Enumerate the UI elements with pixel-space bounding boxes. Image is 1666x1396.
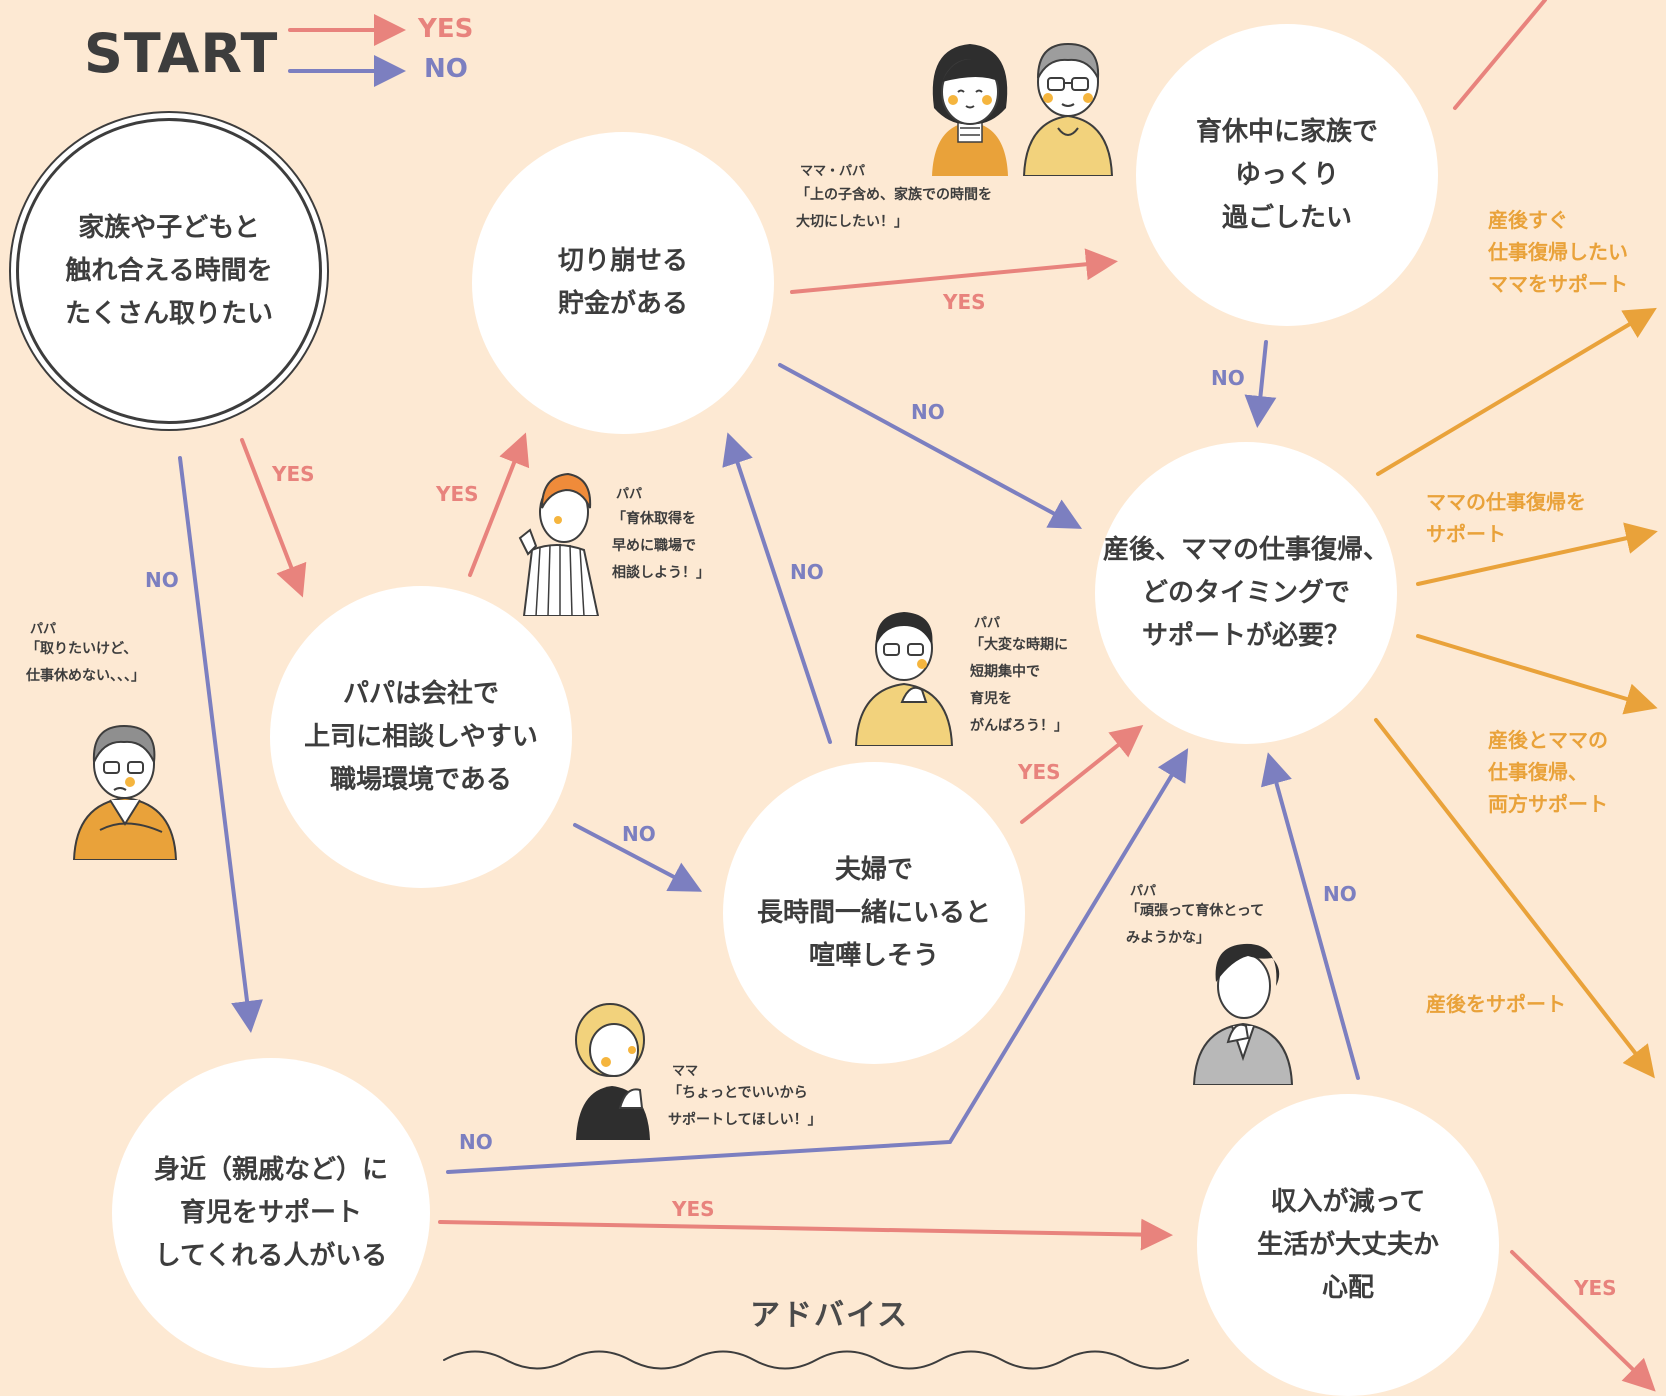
comment-6-quote: 「ちょっとでいいから サポートしてほしい！」: [668, 1085, 822, 1128]
label-savings-no: NO: [911, 400, 945, 424]
node-income: 収入が減って 生活が大丈夫か 心配: [1197, 1094, 1499, 1396]
label-start-yes: YES: [272, 462, 315, 486]
arrow-outcome-return: [1416, 522, 1658, 586]
arrow-family-no: [1244, 340, 1277, 428]
arrow-income-no: [1260, 752, 1360, 1080]
label-income-no: NO: [1323, 882, 1357, 906]
comment-3-quote: 「取りたいけど、 仕事休めない、、、」: [26, 641, 145, 684]
node-timing: 産後、ママの仕事復帰、 どのタイミングで サポートが必要？: [1095, 442, 1397, 744]
comment-5-speaker: パパ: [1130, 884, 1157, 899]
outcome-return: ママの仕事復帰を サポート: [1426, 490, 1586, 546]
arrow-relatives-no: [446, 748, 1189, 1174]
papa-thinking-illustration: [854, 612, 954, 746]
comment-2-speaker: パパ: [616, 487, 643, 502]
papa-illustration: [1022, 42, 1114, 176]
comment-6-speaker: ママ: [672, 1064, 699, 1079]
comment-3-speaker: パパ: [30, 622, 57, 637]
legend-no-label: NO: [424, 54, 468, 84]
label-start-no: NO: [145, 568, 179, 592]
label-relatives-no: NO: [459, 1130, 493, 1154]
arrow-savings-yes: [790, 248, 1118, 294]
node-relatives: 身近（親戚など）に 育児をサポート してくれる人がいる: [112, 1058, 430, 1368]
arrow-outcome-postpartum: [1374, 718, 1655, 1079]
node-quarrel: 夫婦で 長時間一緒にいると 喧嘩しそう: [723, 762, 1025, 1064]
node-family-time: 育休中に家族で ゆっくり 過ごしたい: [1136, 24, 1438, 326]
legend-start: START: [84, 22, 279, 85]
comment-4-quote: 「大変な時期に 短期集中で 育児を がんばろう！」: [970, 637, 1068, 734]
papa-worried-illustration: [72, 724, 178, 860]
arrow-start-no: [178, 456, 263, 1033]
arrow-savings-no: [778, 363, 1083, 529]
mama-illustration: [932, 44, 1008, 176]
label-income-yes: YES: [1574, 1276, 1617, 1300]
label-quarrel-no: NO: [790, 560, 824, 584]
arrow-relatives-yes: [438, 1218, 1173, 1251]
arrow-family-yes: [1453, 0, 1547, 110]
papa-suit-illustration: [1192, 943, 1294, 1085]
advice-wave-line: [443, 1350, 1189, 1370]
arrow-start-yes: [240, 438, 307, 598]
outcome-soon: 産後すぐ 仕事復帰したい ママをサポート: [1488, 208, 1628, 296]
node-savings: 切り崩せる 貯金がある: [472, 132, 774, 434]
outcome-postpartum: 産後をサポート: [1426, 992, 1566, 1016]
comment-1-speaker: ママ・パパ: [800, 164, 866, 179]
label-boss-no: NO: [622, 822, 656, 846]
node-start: 家族や子どもと 触れ合える時間を たくさん取りたい: [16, 118, 322, 424]
papa-stripes-illustration: [518, 472, 600, 616]
legend-yes-label: YES: [418, 14, 474, 44]
arrow-boss-no: [573, 823, 703, 892]
arrow-income-yes: [1510, 1250, 1656, 1392]
label-quarrel-yes: YES: [1018, 760, 1061, 784]
arrow-outcome-soon: [1376, 307, 1657, 476]
advice-title: アドバイス: [750, 1298, 910, 1333]
arrow-quarrel-yes: [1020, 725, 1144, 824]
comment-4-speaker: パパ: [974, 616, 1001, 631]
mama-thinking-illustration: [575, 1003, 650, 1140]
outcome-both: 産後とママの 仕事復帰、 両方サポート: [1488, 728, 1608, 816]
arrow-boss-yes: [468, 432, 530, 577]
comment-1-quote: 「上の子含め、家族での時間を 大切にしたい！」: [796, 187, 992, 230]
arrow-quarrel-no: [722, 432, 832, 744]
label-family-no: NO: [1211, 366, 1245, 390]
comment-5-quote: 「頑張って育休とって みようかな」: [1126, 903, 1265, 946]
label-savings-yes: YES: [943, 290, 986, 314]
label-boss-yes: YES: [436, 482, 479, 506]
comment-2-quote: 「育休取得を 早めに職場で 相談しよう！」: [612, 511, 710, 581]
label-relatives-yes: YES: [672, 1197, 715, 1221]
node-boss: パパは会社で 上司に相談しやすい 職場環境である: [270, 586, 572, 888]
arrow-outcome-both: [1416, 634, 1658, 715]
